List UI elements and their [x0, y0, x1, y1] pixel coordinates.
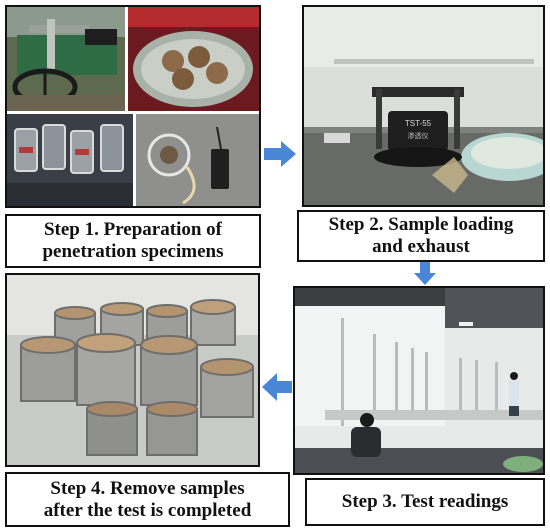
step2-caption: Step 2. Sample loading and exhaust	[297, 210, 545, 262]
step4-caption-text: Step 4. Remove samples after the test is…	[44, 478, 252, 522]
photo-vacuum-equipment	[136, 114, 259, 206]
step1-photo-collage	[5, 5, 261, 208]
apparatus-sublabel: 渗透仪	[408, 131, 429, 140]
step3-photo-lab	[293, 286, 545, 475]
arrow-right-icon	[263, 140, 297, 168]
step2-photo-apparatus: TST-55 渗透仪	[302, 5, 545, 207]
step1-caption-text: Step 1. Preparation of penetration speci…	[42, 219, 223, 263]
step4-line2: after the test is completed	[43, 499, 252, 521]
step2-line2: and exhaust	[372, 236, 470, 257]
photo-specimens-plastic	[128, 7, 259, 111]
step1-caption: Step 1. Preparation of penetration speci…	[5, 214, 261, 268]
step4-photo-samples	[5, 273, 260, 467]
step4-line1: Step 4. Remove samples	[50, 477, 245, 499]
step3-line1: Step 3. Test readings	[341, 491, 509, 512]
step3-caption: Step 3. Test readings	[305, 478, 545, 526]
step2-caption-text: Step 2. Sample loading and exhaust	[329, 214, 514, 258]
step4-photo-svg	[7, 275, 258, 465]
arrow-left-icon	[261, 372, 293, 402]
step2-line1: Step 2. Sample loading	[328, 214, 514, 235]
step4-caption: Step 4. Remove samples after the test is…	[5, 472, 290, 527]
step3-caption-text: Step 3. Test readings	[342, 491, 508, 513]
photo-metal-rings	[7, 114, 133, 206]
step1-line1: Step 1. Preparation of	[43, 219, 222, 240]
apparatus-label: TST-55	[405, 119, 432, 128]
photo-press-machine	[7, 7, 125, 111]
step1-line2: penetration specimens	[42, 241, 224, 262]
step2-photo-svg: TST-55 渗透仪	[304, 7, 543, 205]
step1-collage-svg	[7, 7, 259, 206]
step3-photo-svg	[295, 288, 543, 473]
arrow-down-icon	[414, 262, 436, 286]
